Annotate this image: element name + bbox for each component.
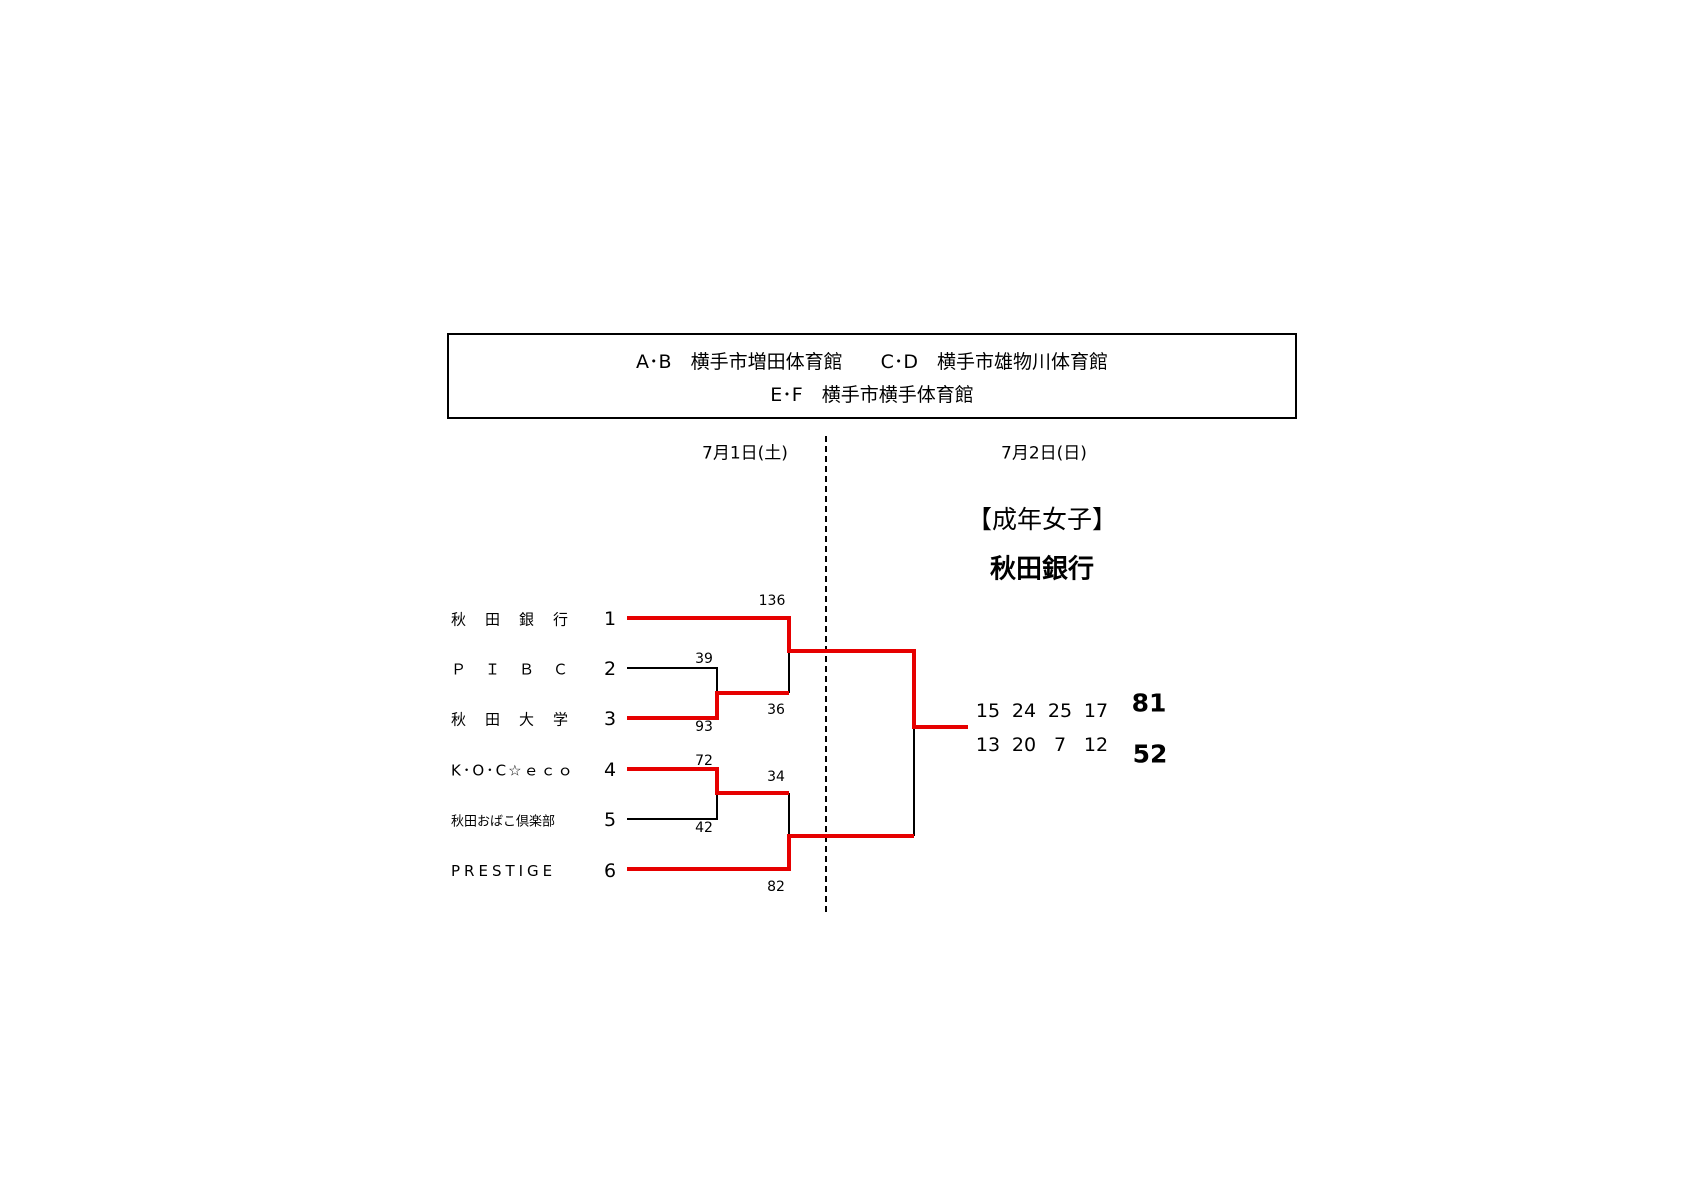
score: 42 [695,820,713,836]
score: 34 [767,769,785,785]
set-score: 17 [1083,700,1109,722]
seed-number: 2 [603,658,617,680]
seed-number: 5 [603,809,617,831]
final-total: 52 [1132,739,1168,769]
team-name: 秋 田 銀 行 [451,610,571,629]
seed-number: 6 [603,860,617,882]
category-title: 【成年女子】 [966,505,1118,534]
score: 36 [767,702,785,718]
venue-box: A･B 横手市増田体育館 C･D 横手市雄物川体育館 E･F 横手市横手体育館 [447,333,1297,419]
team-name: 秋 田 大 学 [451,710,571,729]
line-team4-win [627,767,789,795]
team-name: Ｐ Ｉ Ｂ Ｃ [451,660,571,679]
set-score: 12 [1083,734,1109,756]
score: 82 [767,879,785,895]
seed-number: 3 [603,708,617,730]
champion-name: 秋田銀行 [989,554,1095,585]
seed-number: 1 [603,608,617,630]
date-day1: 7月1日(土) [702,443,788,464]
venue-line-1: A･B 横手市増田体育館 C･D 横手市雄物川体育館 [636,351,1108,373]
set-score: 15 [975,700,1001,722]
line-team6-win [627,834,914,871]
line-team1-win [627,616,968,729]
score: 39 [695,651,713,667]
team-name: K･O･C☆ｅｃｏ [451,761,575,780]
line-team2 [627,667,718,693]
score: 136 [758,593,786,609]
venue-line-2: E･F 横手市横手体育館 [770,384,974,406]
final-total: 81 [1131,688,1167,718]
date-day2: 7月2日(日) [1001,443,1087,464]
score: 72 [695,753,713,769]
set-score: 20 [1011,734,1037,756]
set-score: 13 [975,734,1001,756]
line-team3-win [627,691,789,720]
set-score: 24 [1011,700,1037,722]
seed-number: 4 [603,759,617,781]
team-name: PRESTIGE [451,862,557,880]
set-score: 7 [1053,734,1067,756]
score: 93 [695,719,713,735]
set-score: 25 [1047,700,1073,722]
line-team5 [627,793,718,820]
team-name: 秋田おばこ倶楽部 [451,814,556,830]
